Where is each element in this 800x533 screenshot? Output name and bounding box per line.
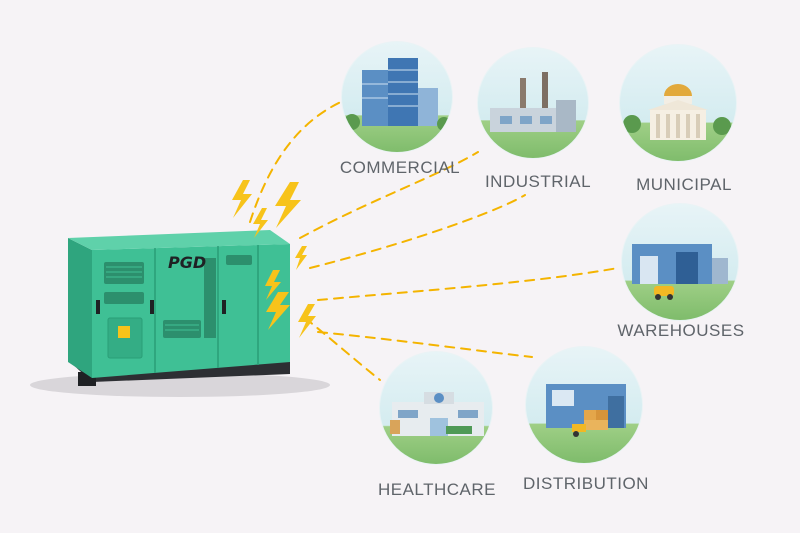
municipal-illustration bbox=[619, 44, 737, 162]
connector-commercial bbox=[249, 99, 346, 223]
sector-label-industrial: INDUSTRIAL bbox=[484, 172, 592, 191]
bolt-icon bbox=[295, 246, 307, 270]
generator-brand: PGD bbox=[168, 253, 206, 272]
connector-lines bbox=[249, 99, 619, 381]
connector-distribution bbox=[317, 331, 533, 358]
connector-warehouses bbox=[317, 267, 619, 301]
sector-label-distribution: DISTRIBUTION bbox=[523, 474, 649, 493]
connector-industrial bbox=[299, 151, 479, 239]
bolt-icon bbox=[253, 208, 268, 238]
connector-healthcare bbox=[304, 317, 381, 381]
connector-municipal bbox=[309, 194, 526, 269]
generator: PGD bbox=[30, 230, 330, 397]
sector-label-municipal: MUNICIPAL bbox=[636, 175, 732, 194]
bolt-icon bbox=[275, 182, 301, 228]
commercial-illustration bbox=[341, 41, 453, 153]
sector-label-healthcare: HEALTHCARE bbox=[377, 480, 497, 499]
lightning-bolts bbox=[232, 180, 316, 338]
healthcare-illustration bbox=[379, 351, 493, 465]
bolt-icon bbox=[266, 292, 290, 330]
distribution-illustration bbox=[525, 346, 643, 464]
warehouses-illustration bbox=[621, 203, 739, 321]
bolt-icon bbox=[298, 304, 316, 338]
sector-label-warehouses: WAREHOUSES bbox=[617, 321, 745, 340]
industrial-illustration bbox=[477, 47, 589, 159]
bolt-icon bbox=[232, 180, 252, 218]
bolt-icon bbox=[265, 270, 281, 300]
sector-label-commercial: COMMERCIAL bbox=[339, 158, 461, 177]
